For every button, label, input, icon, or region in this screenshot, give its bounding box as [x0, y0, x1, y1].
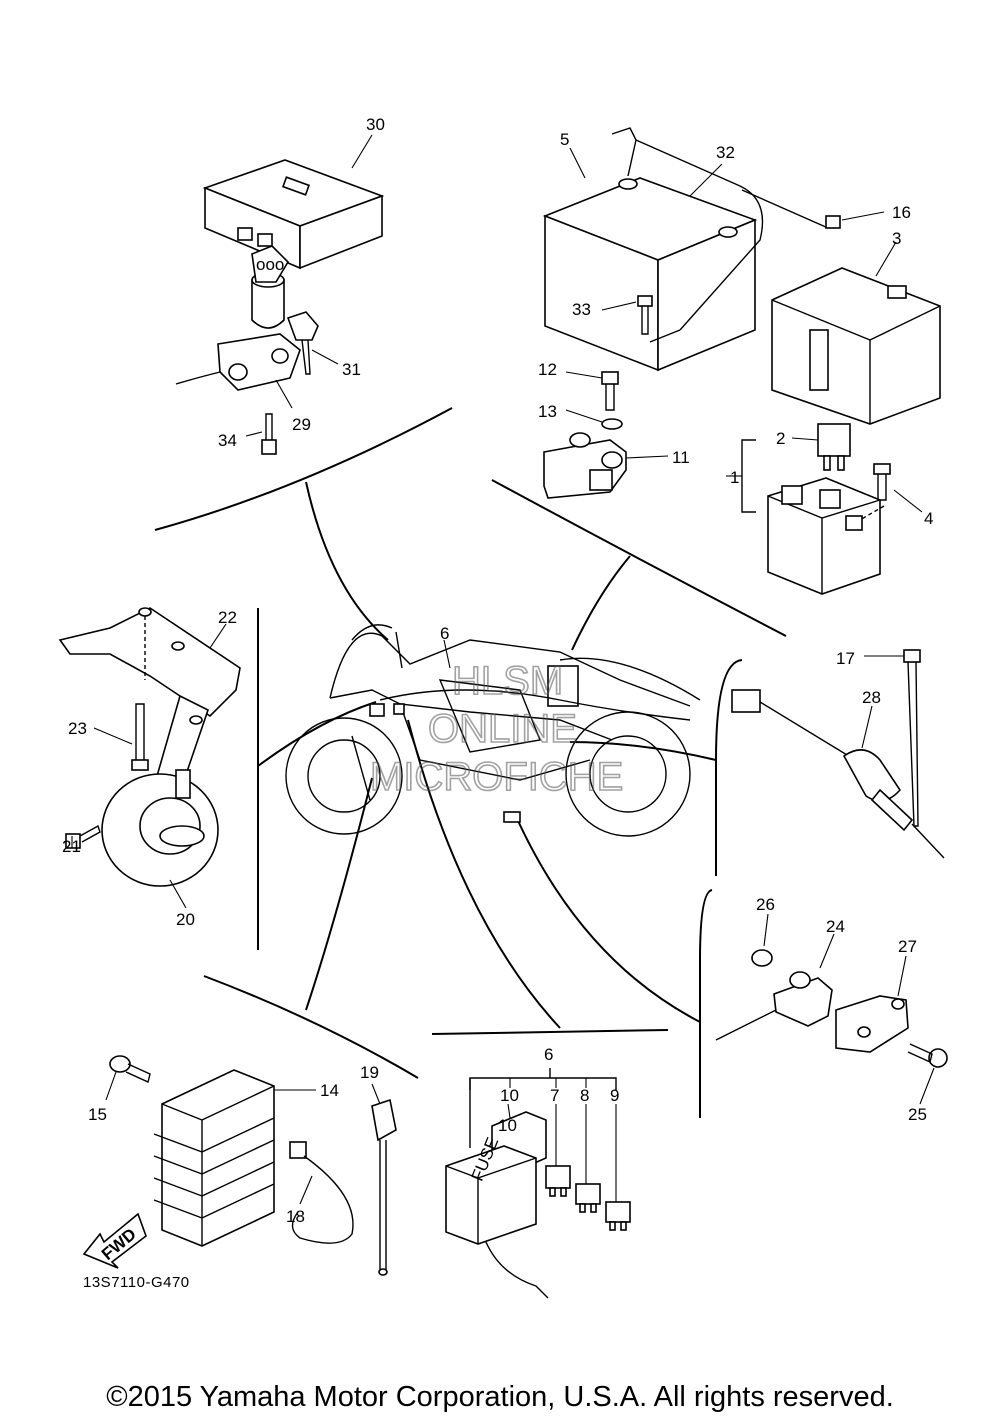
callout-31: 31 — [342, 360, 361, 379]
copyright-notice: ©2015 Yamaha Motor Corporation, U.S.A. A… — [106, 1381, 894, 1413]
callout-23: 23 — [68, 719, 87, 738]
ecu-unit — [202, 134, 385, 270]
callout-20: 20 — [176, 910, 195, 929]
bolt-23 — [93, 703, 149, 771]
bolt-15 — [105, 1055, 151, 1101]
callout-15: 15 — [88, 1105, 107, 1124]
switch-24 — [715, 933, 835, 1041]
screw-25 — [907, 1043, 948, 1105]
collar-26 — [751, 913, 773, 967]
callout-18: 18 — [286, 1207, 305, 1226]
callout-22: 22 — [218, 608, 237, 627]
callout-16: 16 — [892, 203, 911, 222]
callout-21: 21 — [62, 837, 81, 856]
callout-3: 3 — [892, 229, 901, 248]
main-switch: ooo — [175, 245, 301, 409]
watermark: HLSM ONLINE MICROFICHE — [369, 658, 624, 800]
callout-numbers: 30 31 29 34 5 32 16 3 33 12 13 11 2 1 4 … — [62, 115, 933, 1226]
callout-12: 12 — [538, 360, 557, 379]
plate-27 — [835, 955, 909, 1053]
negative-lead-16 — [741, 189, 885, 229]
callout-6-main: 6 — [440, 624, 449, 643]
callout-11: 11 — [672, 448, 690, 467]
callout-25: 25 — [908, 1105, 927, 1124]
callout-30: 30 — [366, 115, 385, 134]
washer-13 — [565, 409, 623, 430]
sensor-28 — [731, 689, 945, 859]
diagram-code: 13S7110-G470 — [83, 1274, 190, 1291]
band-18 — [289, 1141, 354, 1244]
callout-14: 14 — [320, 1081, 339, 1100]
callout-17: 17 — [836, 649, 855, 668]
cable-tie-17 — [864, 649, 921, 827]
starter-relay — [726, 439, 881, 595]
rectifier-regulator — [153, 1069, 316, 1247]
callout-9: 9 — [610, 1086, 619, 1105]
callout-33: 33 — [572, 300, 591, 319]
bolt-4 — [859, 463, 923, 521]
callout-10-upper: 10 — [500, 1086, 519, 1105]
callout-24: 24 — [826, 917, 845, 936]
fuse-9 — [605, 1104, 631, 1231]
horn — [101, 769, 219, 909]
main-fuse — [791, 423, 851, 471]
callout-6-fusebox: 6 — [544, 1045, 553, 1064]
fuse-box — [445, 1068, 617, 1299]
svg-text:ooo: ooo — [256, 255, 284, 274]
callout-27: 27 — [898, 937, 917, 956]
callout-19: 19 — [360, 1063, 379, 1082]
pointer-curves — [257, 481, 717, 1029]
sensor-11 — [543, 432, 669, 499]
callout-2: 2 — [776, 429, 785, 448]
fuse-8 — [575, 1104, 601, 1213]
callout-4: 4 — [924, 509, 933, 528]
key — [286, 311, 339, 375]
callout-28: 28 — [862, 688, 881, 707]
battery — [542, 127, 764, 372]
forward-arrow: FWD — [82, 1212, 147, 1269]
callout-13: 13 — [538, 402, 557, 421]
callout-1: 1 — [730, 468, 739, 487]
callout-34: 34 — [218, 431, 237, 450]
callout-8: 8 — [580, 1086, 589, 1105]
callout-7: 7 — [550, 1086, 559, 1105]
watermark-line3: MICROFICHE — [370, 755, 623, 799]
bolt-21 — [65, 824, 101, 849]
section-dividers — [154, 407, 787, 1118]
bolt-34 — [245, 413, 277, 455]
fuse-7 — [545, 1104, 571, 1197]
watermark-line1: HLSM — [452, 659, 563, 703]
bolt-33 — [601, 295, 653, 335]
callout-32: 32 — [716, 143, 735, 162]
callout-29: 29 — [292, 415, 311, 434]
clamp-19 — [371, 1083, 397, 1276]
callout-10-lower: 10 — [498, 1116, 517, 1135]
bolt-12 — [565, 371, 619, 411]
callout-26: 26 — [756, 895, 775, 914]
watermark-line2: ONLINE — [428, 707, 577, 751]
callout-5: 5 — [560, 130, 569, 149]
motorcycle-illustration — [285, 624, 701, 837]
relay-cover — [771, 241, 941, 425]
